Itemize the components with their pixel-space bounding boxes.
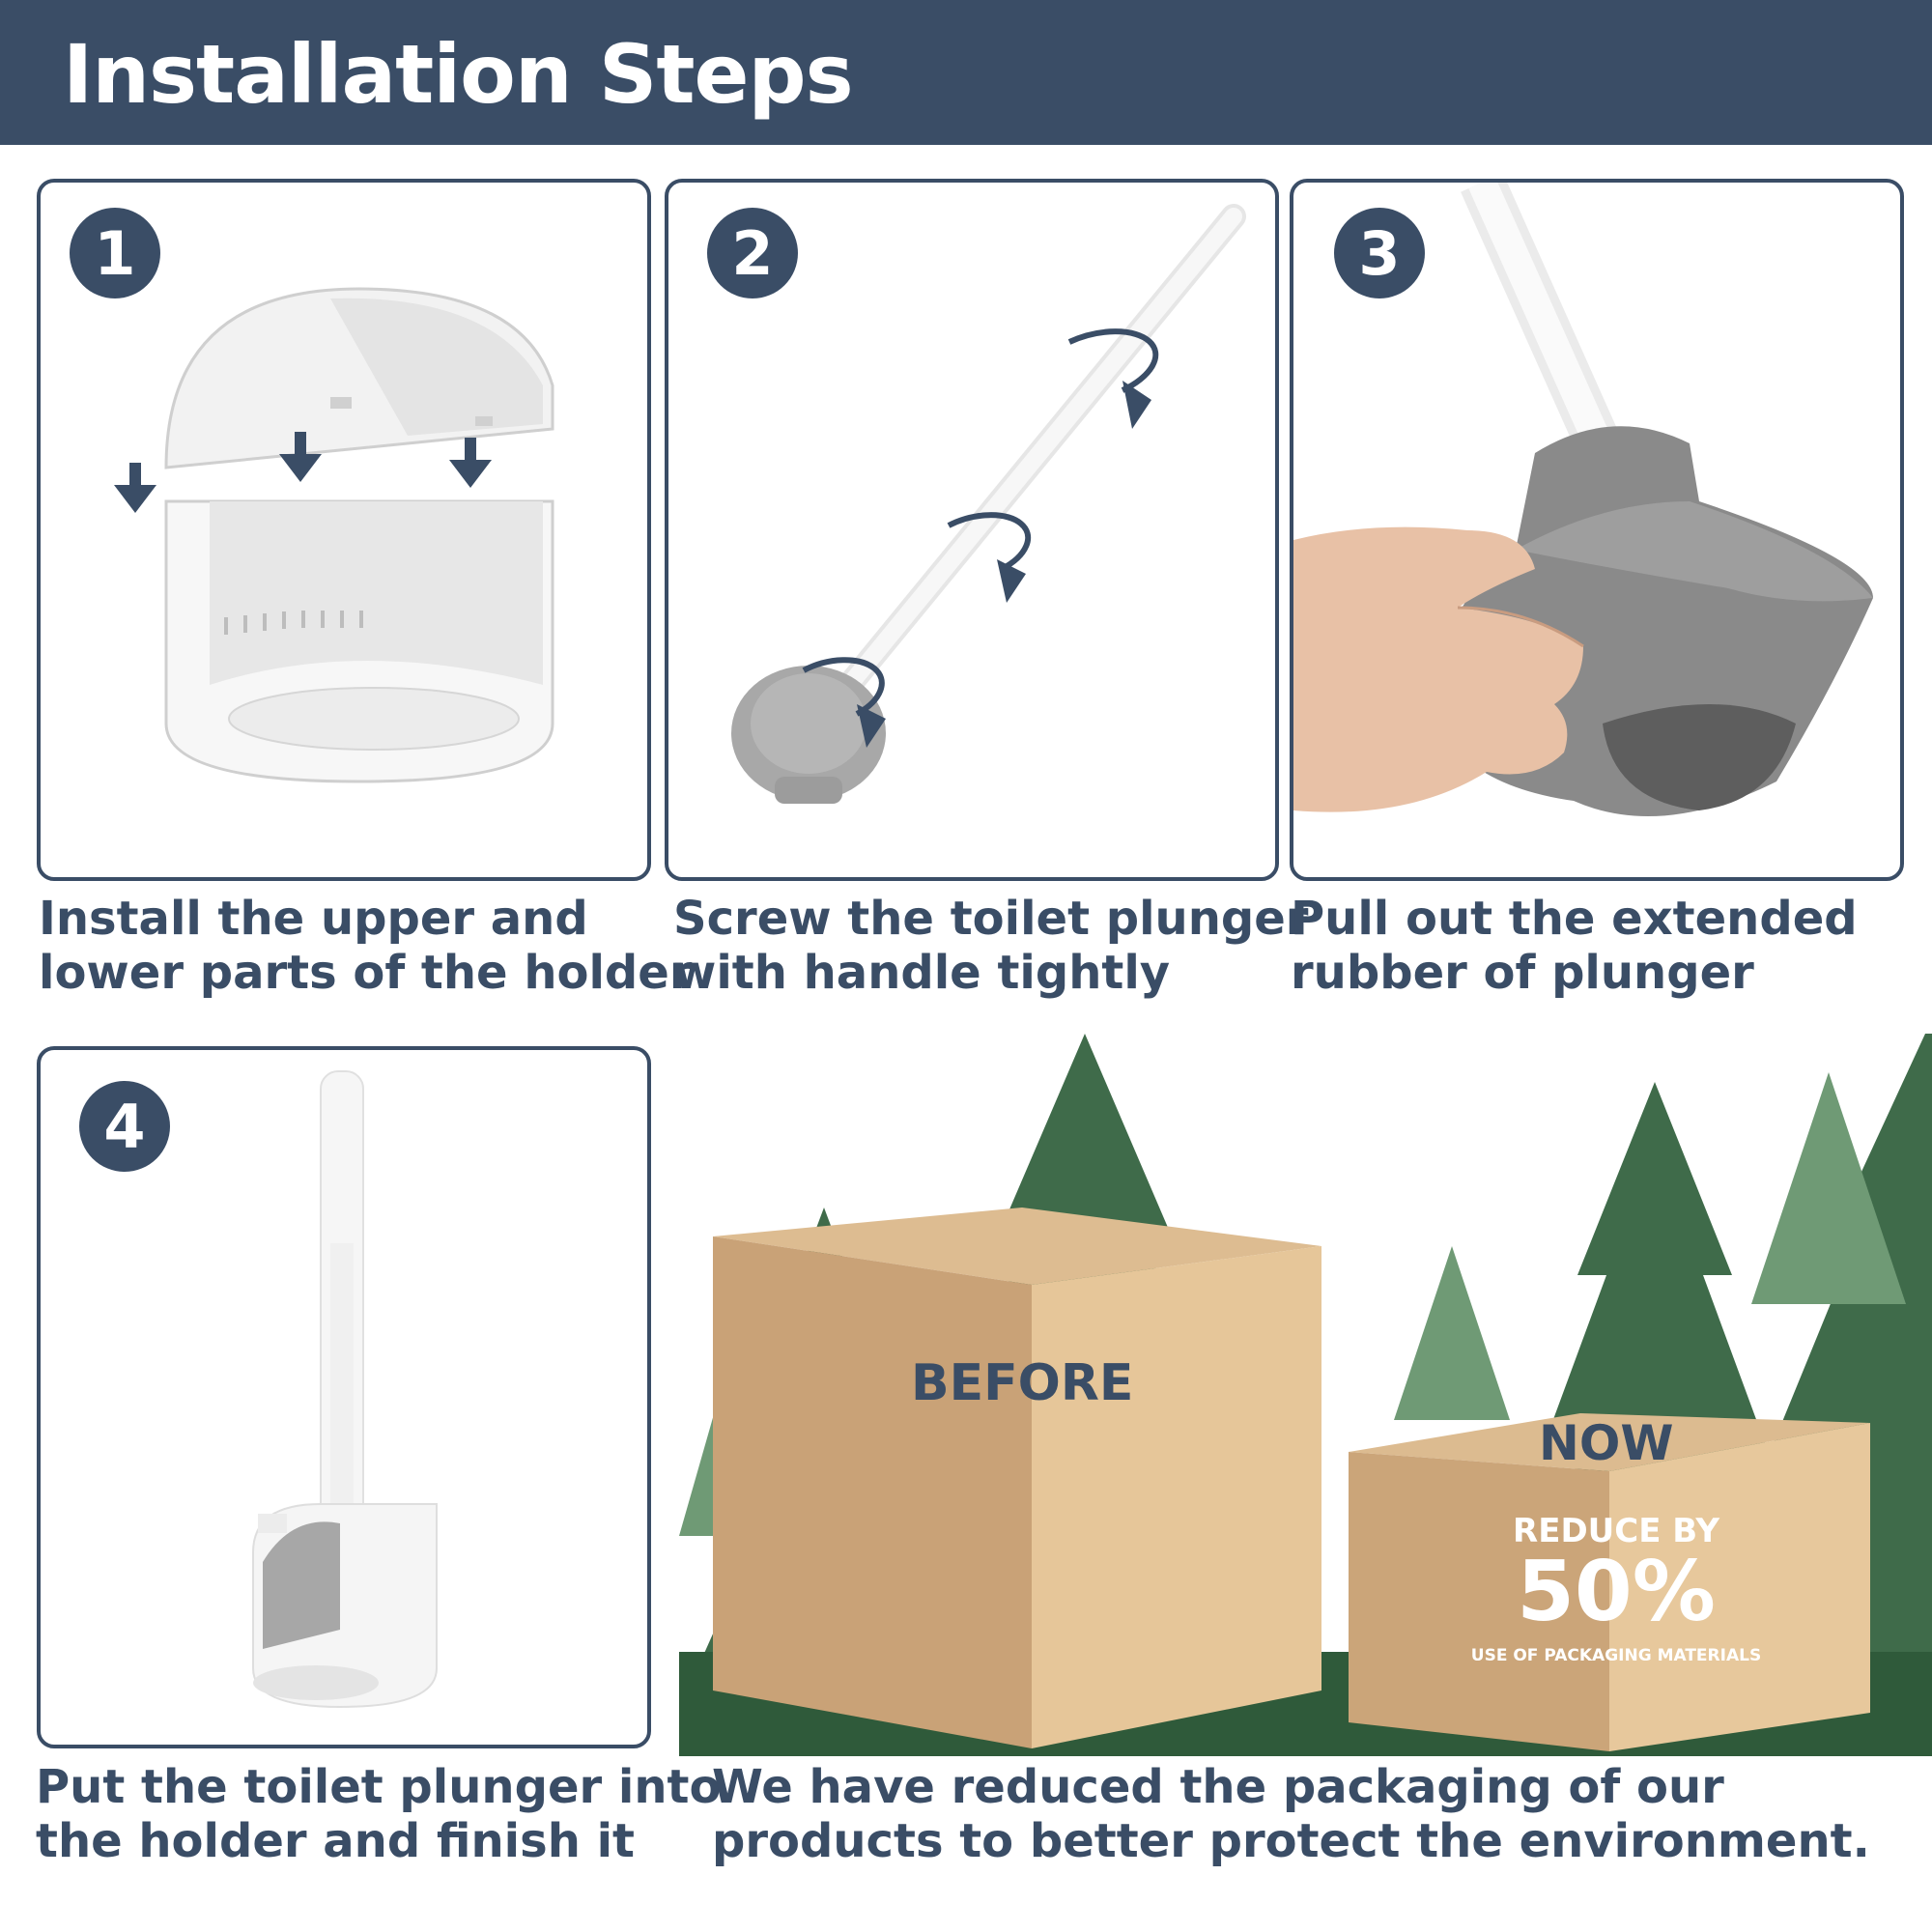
plunger-assembly-illustration <box>731 204 1246 804</box>
reduce-by-text: REDUCE BY <box>1513 1512 1719 1550</box>
holder-parts-illustration <box>114 287 554 783</box>
packaging-caption-line1: We have reduced the packaging of our <box>712 1760 1724 1814</box>
reduce-percent: 50% <box>1517 1544 1716 1640</box>
step-3-caption-line1: Pull out the extended <box>1291 892 1858 946</box>
finished-holder-illustration <box>252 1070 439 1709</box>
packaging-scene: BEFORE NOW REDUCE BY 50% USE OF PACKAGIN… <box>679 1034 1932 1756</box>
step-2-caption-line2: with handle tightly <box>673 946 1171 1000</box>
step-1-caption-line1: Install the upper and <box>39 892 588 946</box>
rubber-pull-illustration <box>1293 183 1873 816</box>
packaging-caption-line2: products to better protect the environme… <box>712 1814 1870 1868</box>
packaging-materials-text: USE OF PACKAGING MATERIALS <box>1470 1646 1762 1665</box>
before-box <box>713 1208 1321 1748</box>
now-label: NOW <box>1539 1415 1674 1471</box>
step-4-number-badge: 4 <box>79 1081 170 1172</box>
step-4-panel: 4 <box>37 1046 651 1748</box>
header-banner: Installation Steps <box>0 0 1932 145</box>
packaging-caption: We have reduced the packaging of our pro… <box>712 1760 1870 1868</box>
step-4-caption-line1: Put the toilet plunger into <box>36 1760 722 1814</box>
step-2-caption: Screw the toilet plunger with handle tig… <box>673 892 1308 1000</box>
step-2-number-badge: 2 <box>707 208 798 298</box>
page-title: Installation Steps <box>63 27 854 122</box>
now-box <box>1349 1413 1870 1751</box>
step-1-caption: Install the upper and lower parts of the… <box>39 892 693 1000</box>
step-2-caption-line1: Screw the toilet plunger <box>673 892 1309 946</box>
step-3-number-badge: 3 <box>1334 208 1425 298</box>
step-1-caption-line2: lower parts of the holder <box>39 946 693 1000</box>
before-label: BEFORE <box>911 1354 1134 1412</box>
step-4-caption: Put the toilet plunger into the holder a… <box>36 1760 721 1868</box>
step-1-number-badge: 1 <box>70 208 160 298</box>
step-4-caption-line2: the holder and finish it <box>36 1814 635 1868</box>
step-2-panel: 2 <box>665 179 1279 881</box>
step-3-caption: Pull out the extended rubber of plunger <box>1291 892 1858 1000</box>
step-3-caption-line2: rubber of plunger <box>1291 946 1754 1000</box>
step-1-panel: 1 <box>37 179 651 881</box>
step-3-panel: 3 <box>1290 179 1904 881</box>
